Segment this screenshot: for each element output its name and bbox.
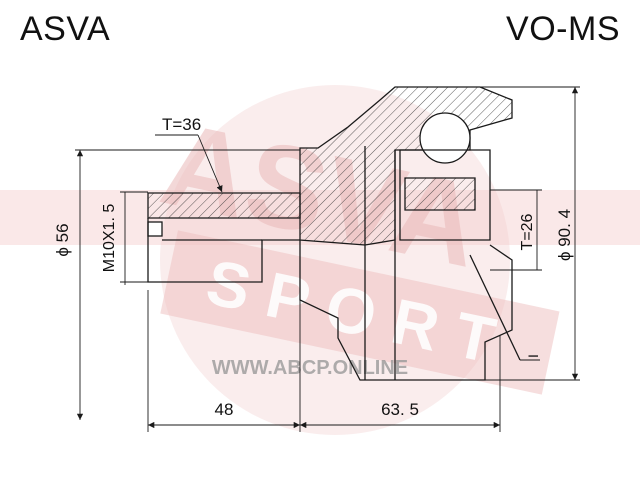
watermark-site-url: WWW.ABCP.ONLINE [212,357,408,379]
inner-race [404,177,476,211]
ball [419,112,471,164]
label-spline-count: T=26 [519,213,536,250]
part-number: VO-MS [506,10,620,48]
shaft-lower [147,218,300,283]
ball-cage [399,149,491,241]
dimension-lines [75,86,580,432]
brand-title: ASVA [20,10,111,48]
ring-leader [469,254,521,361]
watermark-sport-bar [160,230,560,395]
dimension-labels: T=36 ϕ 56 M10X1. 5 T=26 ϕ 90. 4 I 48 63.… [53,115,574,419]
bell-outline [299,240,513,381]
label-thread-length: T=36 [162,115,201,134]
label-ring-marker: I [525,354,541,358]
label-length-right: 63. 5 [381,400,419,419]
thread-stub [147,221,163,237]
label-length-left: 48 [215,400,234,419]
label-shaft-diameter: ϕ 56 [53,223,72,256]
label-outer-diameter: ϕ 90. 4 [555,209,574,261]
watermark: ASVA SPORT WWW.ABCP.ONLINE [0,85,640,435]
shaft-hatch-top [147,192,301,219]
t36-arrow [197,134,223,193]
joint-outline [147,86,521,381]
label-thread-size: M10X1. 5 [101,204,118,273]
